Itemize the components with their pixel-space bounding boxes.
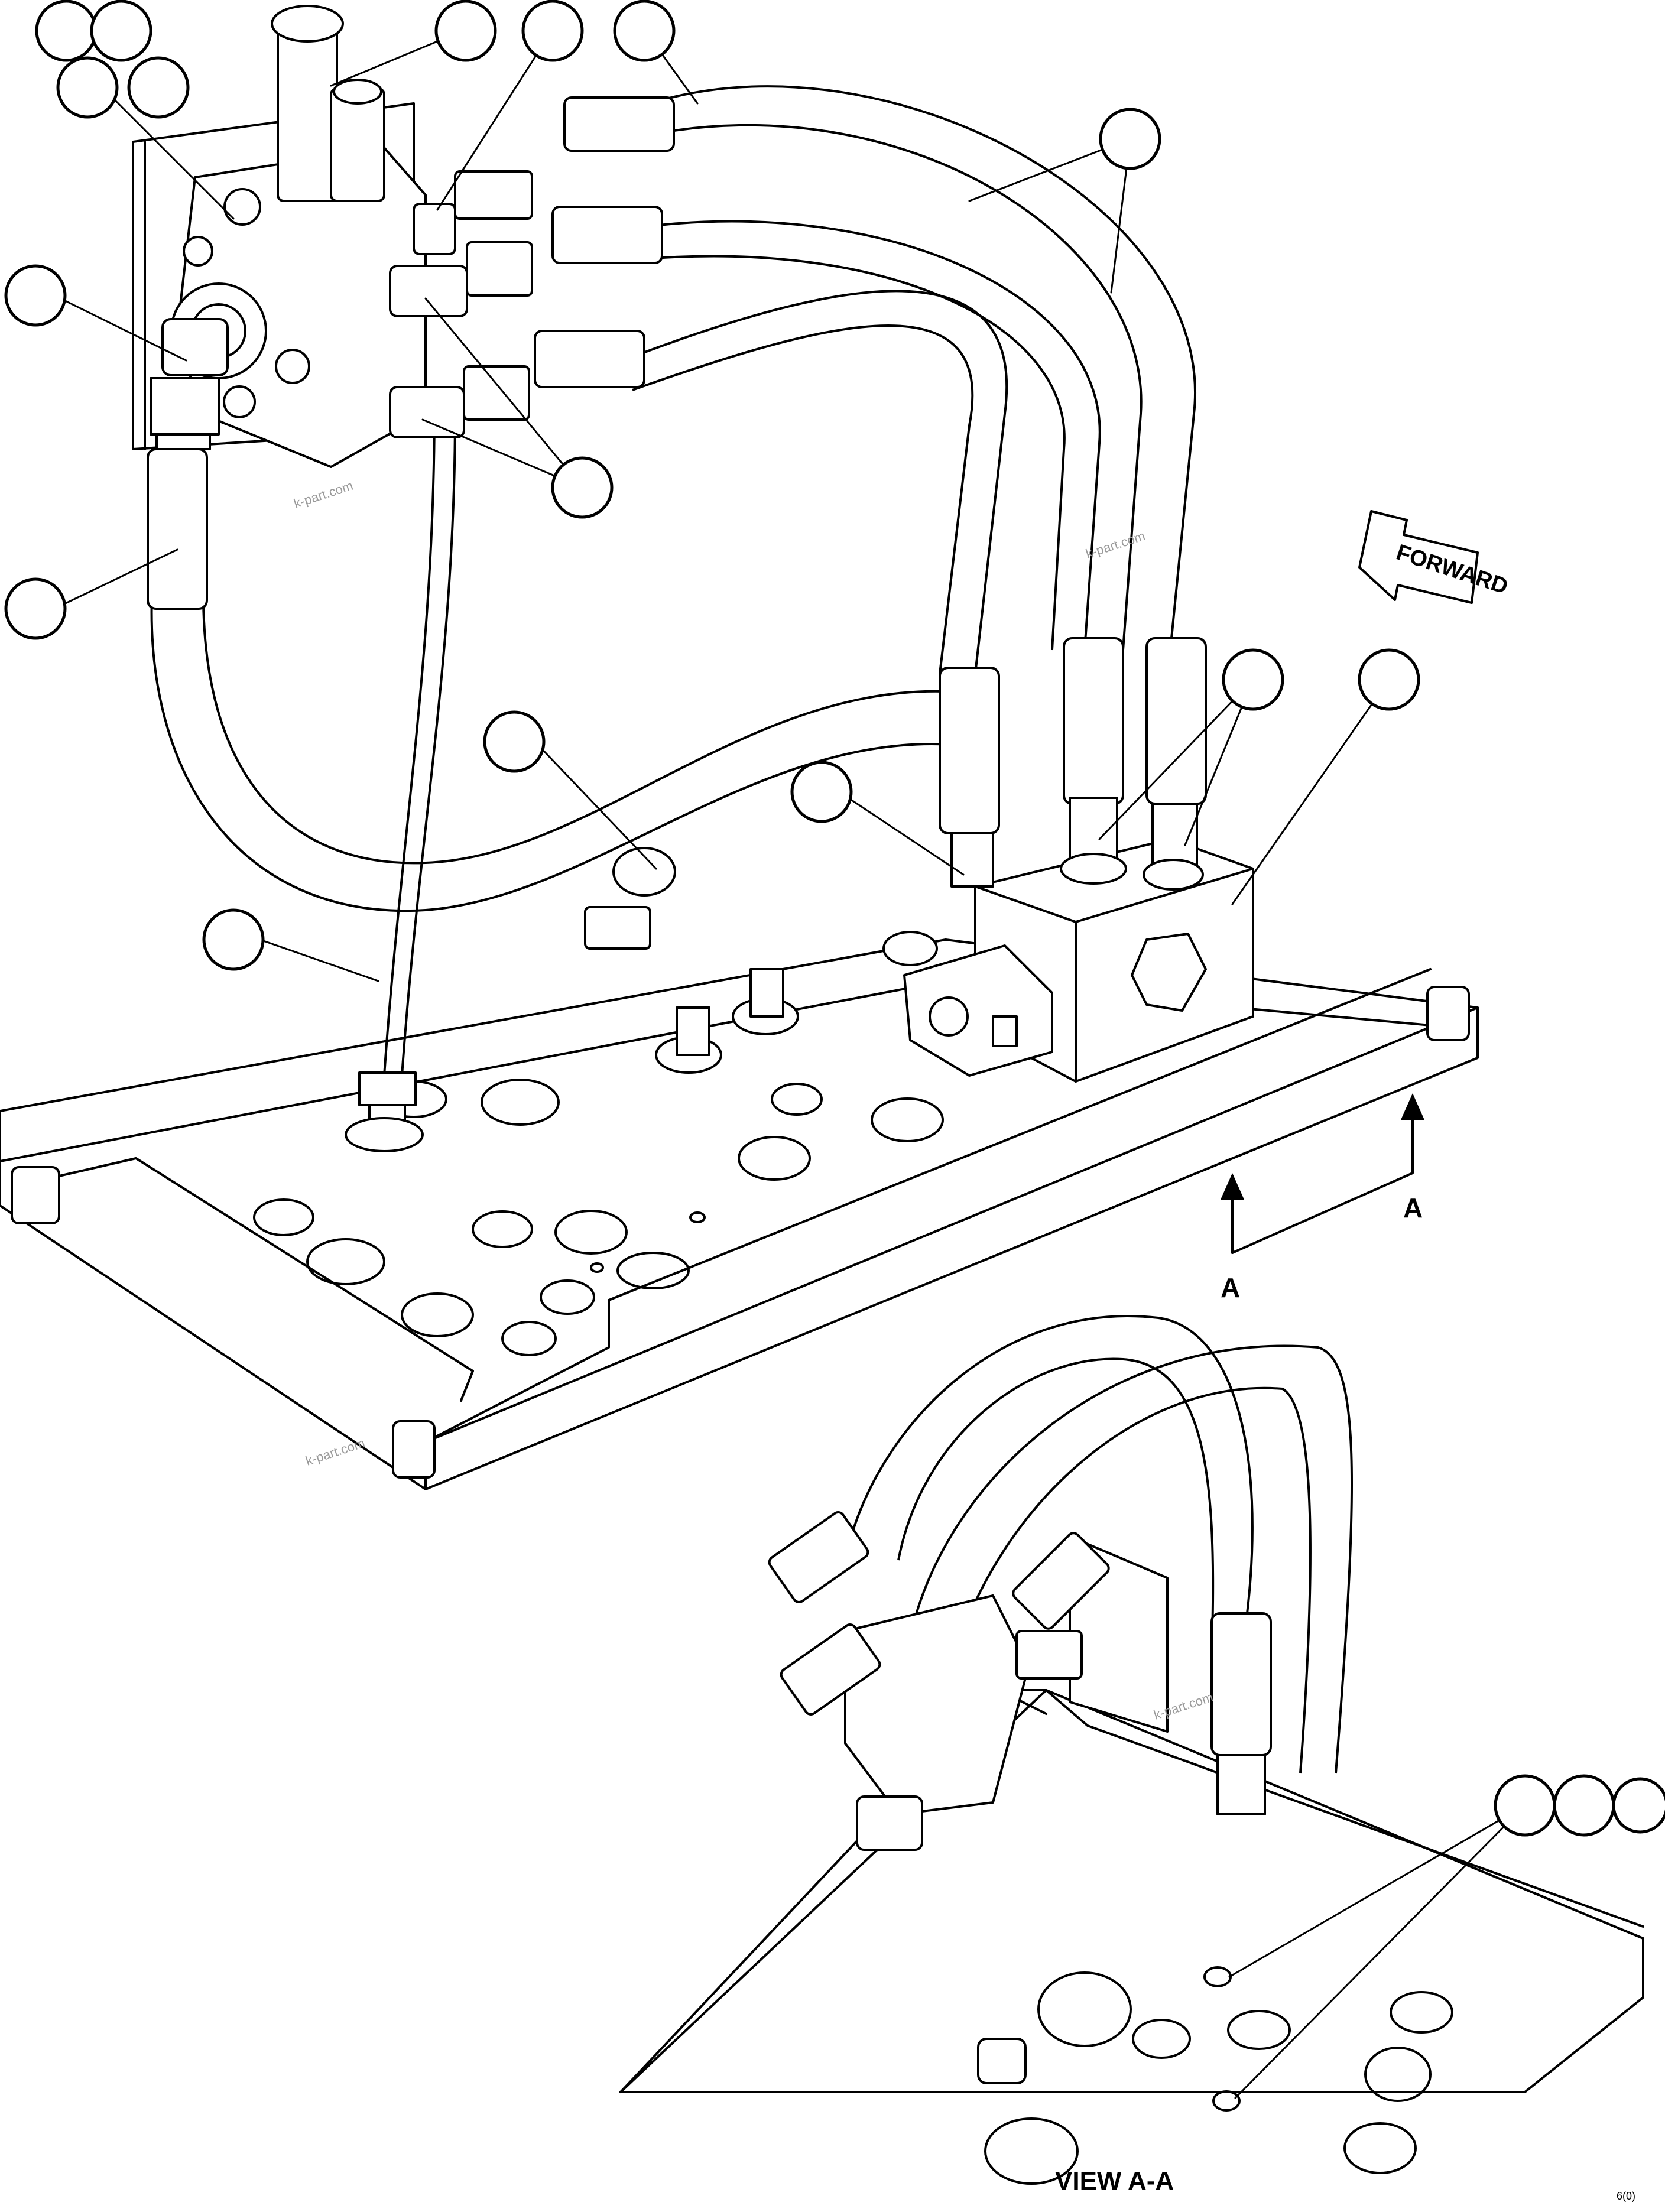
view-aa-title: VIEW A-A [1055, 2166, 1174, 2195]
callout-bubble [521, 0, 584, 62]
callout-bubble [1358, 648, 1420, 711]
section-label-right: A [1403, 1193, 1423, 1223]
callout-bubble [1612, 1777, 1665, 1834]
corner-code: 6(0) [1617, 2190, 1635, 2202]
watermark-text: k-part.com [292, 478, 355, 511]
long-hose [147, 389, 952, 950]
section-marker-a: A A [1221, 1093, 1424, 1303]
callout-bubble [483, 710, 546, 773]
callout-bubble [1494, 1774, 1556, 1837]
callout-bubbles [4, 0, 1665, 1837]
leader-lines [53, 28, 1526, 2099]
section-label-left: A [1221, 1272, 1240, 1303]
callout-bubble [4, 577, 67, 640]
callout-bubble [1553, 1774, 1615, 1837]
callout-bubble [202, 908, 265, 971]
callout-bubble [127, 56, 190, 119]
callout-bubble [56, 56, 119, 119]
callout-bubble [35, 0, 98, 62]
callout-bubble [1222, 648, 1284, 711]
forward-arrow: FORWARD [1358, 510, 1511, 604]
base-plate [0, 931, 1479, 1490]
callout-bubble [551, 456, 614, 519]
hose-bundle [534, 85, 1207, 834]
watermark-text: k-part.com [304, 1435, 367, 1469]
callout-bubble [790, 761, 853, 823]
callout-bubble [613, 0, 676, 62]
return-tube [345, 407, 456, 1152]
callout-bubble [90, 0, 152, 62]
callout-bubble [434, 0, 497, 62]
callout-bubble [1099, 108, 1161, 170]
view-aa-detail: VIEW A-A [619, 1315, 1644, 2195]
control-valve [150, 5, 533, 468]
callout-bubble [4, 264, 67, 327]
valve-block [903, 797, 1254, 1083]
